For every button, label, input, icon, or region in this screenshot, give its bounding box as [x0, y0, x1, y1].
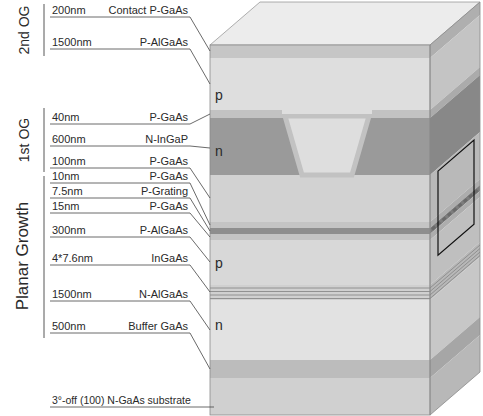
- layer-thickness: 600nm: [52, 133, 86, 146]
- layer-thickness: 1500nm: [52, 36, 92, 49]
- layer-material: P-AlGaAs: [140, 36, 188, 49]
- front-layer-band: [210, 175, 430, 222]
- growth-step-label: 2nd OG: [16, 5, 32, 54]
- block-side-outline: [430, 2, 480, 415]
- growth-bracket: [44, 108, 45, 172]
- front-layer-band: [210, 378, 430, 415]
- front-layer-band: [210, 360, 430, 378]
- leader-line: [50, 146, 210, 148]
- layer-thickness: 500nm: [52, 320, 86, 333]
- layer-thickness: 300nm: [52, 224, 86, 237]
- trench-cover: [282, 108, 372, 114]
- layer-material: P-GaAs: [149, 200, 188, 213]
- doping-letter: n: [215, 317, 223, 333]
- leader-line: [50, 407, 214, 408]
- quantum-well-line: [210, 249, 480, 292]
- leader-line: [50, 183, 210, 225]
- growth-step-label: Planar Growth: [13, 202, 33, 311]
- doping-letter: n: [215, 143, 223, 159]
- layer-thickness: 7.5nm: [52, 185, 83, 198]
- layer-material: Buffer GaAs: [128, 320, 188, 333]
- layer-thickness: 1500nm: [52, 288, 92, 301]
- front-layer-band: [210, 234, 430, 240]
- front-layer-band: [210, 222, 430, 228]
- layer-material: InGaAs: [151, 252, 188, 265]
- layer-material: P-Grating: [141, 185, 188, 198]
- growth-bracket: [44, 176, 45, 338]
- leader-line: [50, 333, 210, 369]
- front-layer-band: [210, 300, 430, 360]
- quantum-well-line: [210, 252, 480, 295]
- side-layer-band: [430, 335, 480, 415]
- front-layer-band: [210, 58, 430, 110]
- layer-thickness: 4*7.6nm: [52, 252, 93, 265]
- layer-thickness: 100nm: [52, 155, 86, 168]
- front-layer-band: [210, 45, 430, 58]
- leader-line: [50, 213, 210, 237]
- layer-thickness: 40nm: [52, 111, 80, 124]
- quantum-well-line: [210, 256, 480, 299]
- layer-thickness: 15nm: [52, 200, 80, 213]
- layer-material: P-GaAs: [149, 111, 188, 124]
- layer-material: P-AlGaAs: [140, 224, 188, 237]
- growth-step-label: 1st OG: [16, 118, 32, 162]
- front-layer-band: [210, 240, 430, 285]
- layer-material: Contact P-GaAs: [109, 4, 188, 17]
- substrate-label: 3°-off (100) N-GaAs substrate: [52, 394, 191, 406]
- ridge-trench: [285, 116, 369, 175]
- grating-dashes: [432, 190, 478, 230]
- leader-line: [50, 17, 210, 51]
- growth-bracket: [44, 4, 45, 56]
- block-front-outline: [210, 45, 430, 415]
- layer-thickness: 10nm: [52, 170, 80, 183]
- detail-window: [438, 140, 474, 255]
- doping-letter: p: [215, 255, 223, 271]
- leader-line: [50, 49, 210, 84]
- layer-material: P-GaAs: [149, 155, 188, 168]
- front-layer-band: [210, 228, 430, 234]
- layer-material: N-InGaP: [145, 133, 188, 146]
- doping-letter: p: [215, 87, 223, 103]
- quantum-well-line: [210, 245, 480, 288]
- front-layer-band: [210, 285, 430, 300]
- layer-material: N-AlGaAs: [139, 288, 188, 301]
- layer-thickness: 200nm: [52, 4, 86, 17]
- layer-material: P-GaAs: [149, 170, 188, 183]
